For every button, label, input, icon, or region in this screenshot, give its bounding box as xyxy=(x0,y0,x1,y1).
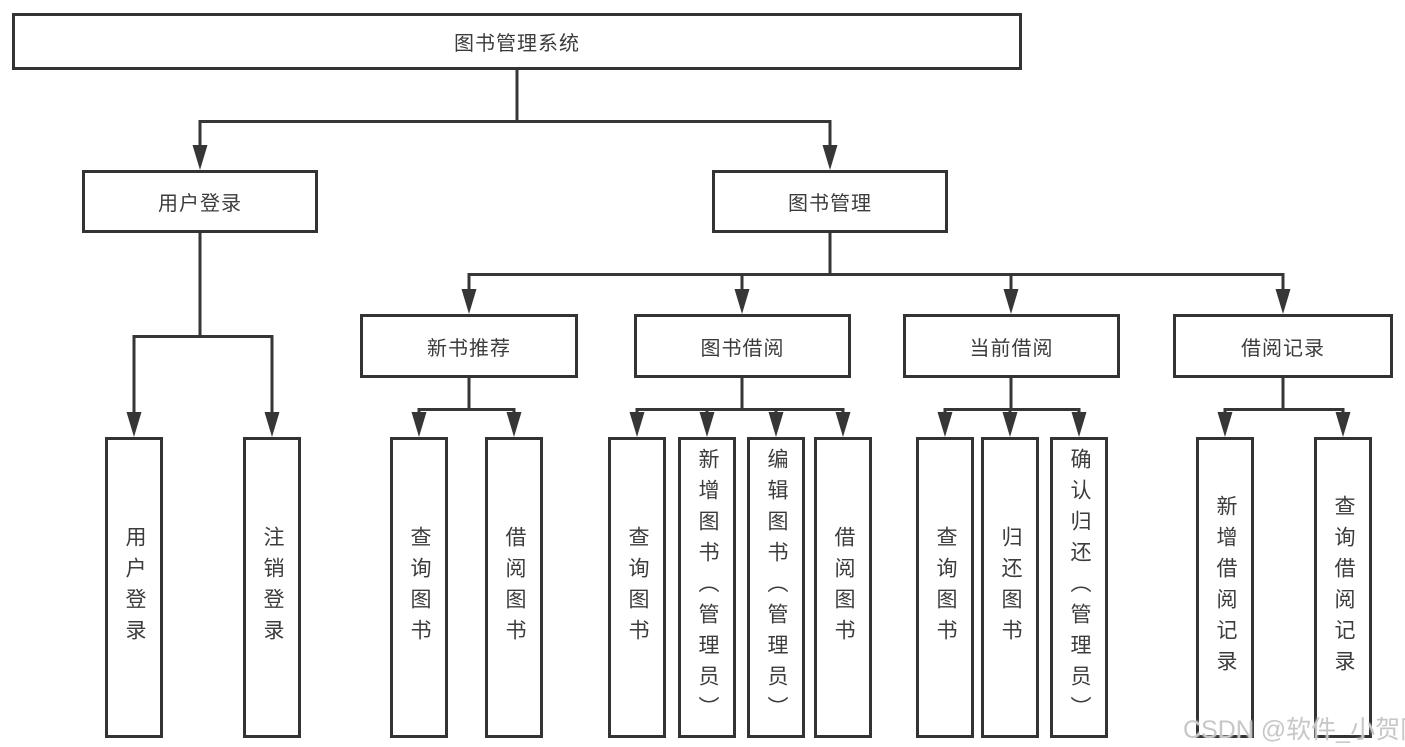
node-leaf-borrow-books: 借阅图书 xyxy=(814,437,872,738)
node-user-login: 用户登录 xyxy=(82,170,318,233)
node-leaf-return-book: 归还图书 xyxy=(981,437,1039,738)
leaf-label: 确认归还（管理员） xyxy=(1068,448,1092,727)
node-book-management: 图书管理 xyxy=(712,170,948,233)
connector-paths xyxy=(132,70,1345,415)
node-book-borrow: 图书借阅 xyxy=(634,314,851,378)
arrowheads xyxy=(126,145,1351,437)
node-leaf-confirm-return-admin: 确认归还（管理员） xyxy=(1050,437,1108,738)
leaf-label: 注销登录 xyxy=(261,525,285,650)
leaf-label: 查询图书 xyxy=(626,525,650,650)
node-leaf-query-books-recommend: 查询图书 xyxy=(390,437,448,738)
node-leaf-add-book-admin: 新增图书（管理员） xyxy=(678,437,736,738)
csdn-watermark: CSDN @软件_小贺同学 xyxy=(1183,716,1405,744)
leaf-label: 借阅图书 xyxy=(832,525,856,650)
leaf-label: 新增图书（管理员） xyxy=(696,448,720,727)
leaf-label: 归还图书 xyxy=(999,525,1023,650)
node-current-borrow: 当前借阅 xyxy=(903,314,1120,378)
leaf-label: 新增借阅记录 xyxy=(1214,494,1238,681)
leaf-label: 借阅图书 xyxy=(503,525,527,650)
node-leaf-query-books-borrow: 查询图书 xyxy=(608,437,666,738)
leaf-label: 查询图书 xyxy=(408,525,432,650)
node-leaf-user-login: 用户登录 xyxy=(105,437,163,738)
node-new-book-recommend: 新书推荐 xyxy=(360,314,578,378)
leaf-label: 查询图书 xyxy=(934,525,958,650)
node-leaf-edit-book-admin: 编辑图书（管理员） xyxy=(747,437,805,738)
leaf-label: 用户登录 xyxy=(123,525,147,650)
node-borrow-records: 借阅记录 xyxy=(1173,314,1393,378)
node-leaf-query-borrow-record: 查询借阅记录 xyxy=(1314,437,1372,738)
node-leaf-add-borrow-record: 新增借阅记录 xyxy=(1196,437,1254,738)
node-leaf-borrow-books-recommend: 借阅图书 xyxy=(485,437,543,738)
leaf-label: 查询借阅记录 xyxy=(1332,494,1356,681)
node-leaf-logout: 注销登录 xyxy=(243,437,301,738)
leaf-label: 编辑图书（管理员） xyxy=(765,448,789,727)
node-leaf-query-books-current: 查询图书 xyxy=(916,437,974,738)
node-root-system: 图书管理系统 xyxy=(12,13,1022,70)
